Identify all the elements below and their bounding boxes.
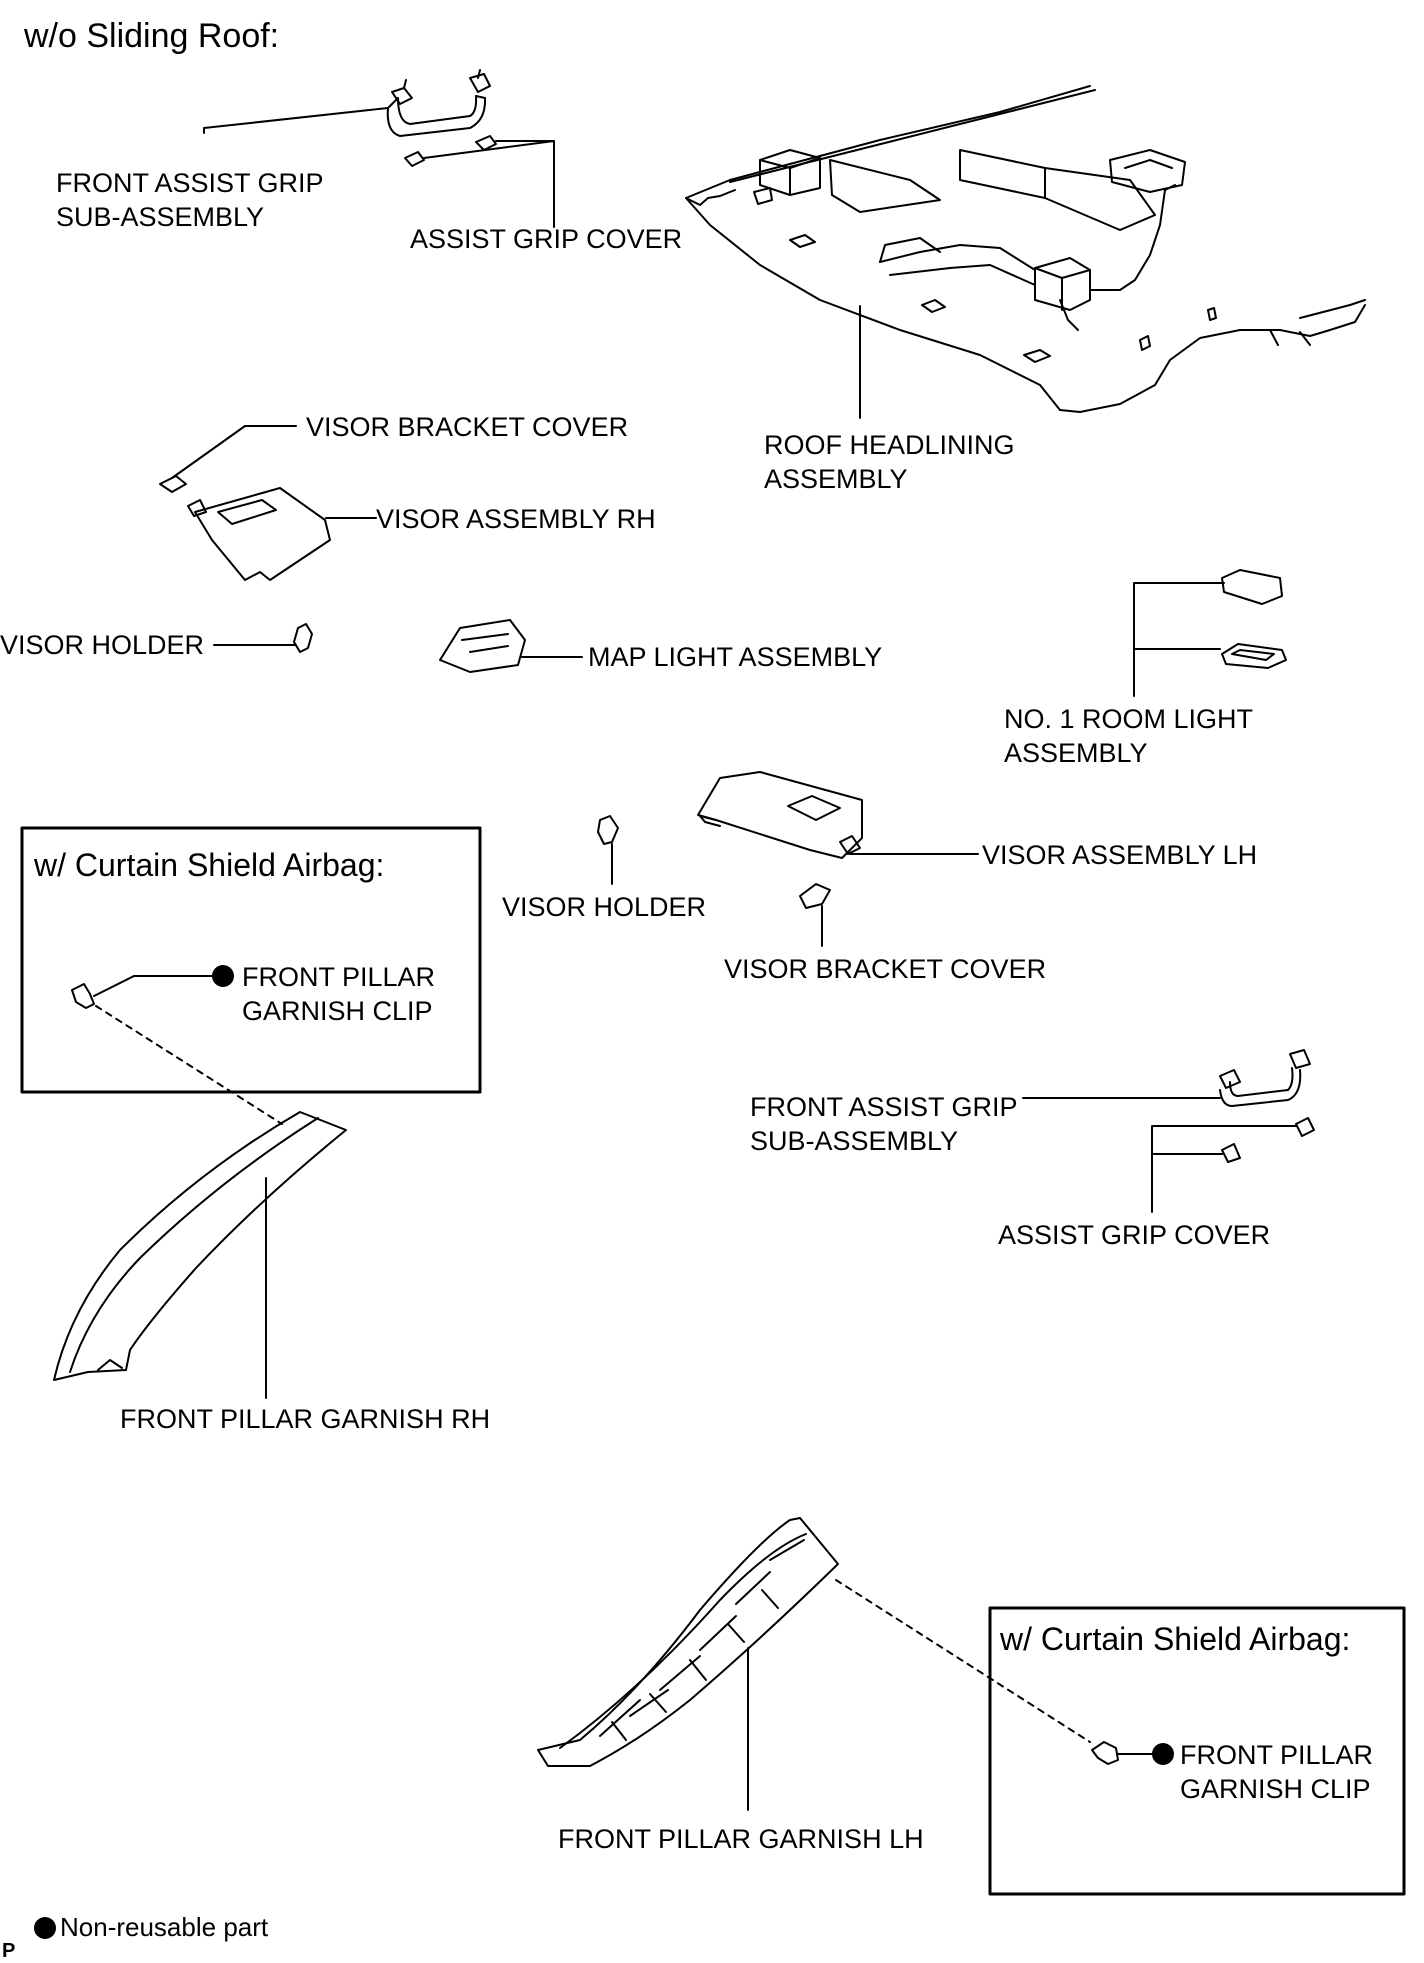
front-assist-grip-top-drawing <box>386 69 491 137</box>
airbag-box-left <box>20 826 482 1094</box>
label-front-assist-grip-top-2: SUB-ASSEMBLY <box>56 202 265 232</box>
label-visor-holder-left: VISOR HOLDER <box>0 630 205 660</box>
visor-bracket-cover-top-drawing <box>159 475 187 493</box>
label-garnish-clip-left-2: GARNISH CLIP <box>242 996 433 1026</box>
garnish-clip-right-drawing <box>1091 1741 1119 1765</box>
label-map-light: MAP LIGHT ASSEMBLY <box>588 642 883 672</box>
airbag-box-right <box>988 1606 1406 1896</box>
label-garnish-clip-left-1: FRONT PILLAR <box>242 962 436 992</box>
airbag-box-left-title: w/ Curtain Shield Airbag: <box>34 847 385 883</box>
leader-room-light-a <box>1133 582 1225 697</box>
leader-visor-bracket-cover-top <box>171 425 297 479</box>
front-pillar-garnish-lh-drawing <box>537 1517 839 1767</box>
visor-holder-mid-drawing <box>597 815 619 845</box>
non-reusable-marker-right <box>1152 1743 1174 1765</box>
leader-garnish-clip-left-a <box>93 975 135 997</box>
label-visor-assembly-lh: VISOR ASSEMBLY LH <box>982 840 1258 870</box>
visor-holder-left-drawing <box>293 623 313 653</box>
airbag-box-right-title: w/ Curtain Shield Airbag: <box>1000 1621 1351 1657</box>
diagram-title: w/o Sliding Roof: <box>24 17 280 55</box>
visor-bracket-cover-mid-drawing <box>799 883 831 909</box>
visor-lh-drawing <box>697 771 863 859</box>
room-light-drawing <box>1221 569 1287 669</box>
dashed-link-right <box>835 1579 1091 1743</box>
assist-grip-cover-top-drawing <box>404 135 497 167</box>
label-assist-grip-cover-top: ASSIST GRIP COVER <box>410 224 683 254</box>
front-pillar-garnish-rh-drawing <box>53 1111 347 1381</box>
label-front-pillar-garnish-lh: FRONT PILLAR GARNISH LH <box>558 1824 924 1854</box>
non-reusable-dot-icon <box>34 1917 56 1939</box>
label-roof-headlining-1: ROOF HEADLINING <box>764 430 1015 460</box>
legend-non-reusable: Non-reusable part <box>34 1910 268 1944</box>
label-front-assist-grip-bot-2: SUB-ASSEMBLY <box>750 1126 959 1156</box>
label-front-assist-grip-bot-1: FRONT ASSIST GRIP <box>750 1092 1018 1122</box>
label-room-light-1: NO. 1 ROOM LIGHT <box>1004 704 1254 734</box>
label-garnish-clip-right-2: GARNISH CLIP <box>1180 1774 1371 1804</box>
label-visor-holder-mid: VISOR HOLDER <box>502 892 707 922</box>
front-assist-grip-bot-drawing <box>1219 1049 1311 1107</box>
label-visor-bracket-cover-mid: VISOR BRACKET COVER <box>724 954 1047 984</box>
label-visor-assembly-rh: VISOR ASSEMBLY RH <box>376 504 656 534</box>
label-front-assist-grip-top-1: FRONT ASSIST GRIP <box>56 168 324 198</box>
leader-front-assist-grip-top <box>203 107 389 134</box>
visor-rh-drawing <box>187 487 331 581</box>
label-assist-grip-cover-bot: ASSIST GRIP COVER <box>998 1220 1271 1250</box>
assist-grip-cover-bot-drawing <box>1221 1117 1315 1163</box>
leader-assist-grip-cover-top-a <box>423 140 555 228</box>
label-room-light-2: ASSEMBLY <box>1004 738 1148 768</box>
corner-mark: P <box>2 1940 16 1962</box>
non-reusable-marker-left <box>212 965 234 987</box>
legend-non-reusable-text: Non-reusable part <box>60 1912 269 1942</box>
leader-assist-grip-cover-bot-a <box>1151 1125 1297 1213</box>
dashed-link-left <box>95 1005 283 1125</box>
garnish-clip-left-drawing <box>71 983 95 1009</box>
label-roof-headlining-2: ASSEMBLY <box>764 464 908 494</box>
label-garnish-clip-right-1: FRONT PILLAR <box>1180 1740 1374 1770</box>
label-front-pillar-garnish-rh: FRONT PILLAR GARNISH RH <box>120 1404 491 1434</box>
label-visor-bracket-cover-top: VISOR BRACKET COVER <box>306 412 629 442</box>
roof-headlining-drawing <box>685 85 1366 413</box>
map-light-drawing <box>439 619 526 673</box>
